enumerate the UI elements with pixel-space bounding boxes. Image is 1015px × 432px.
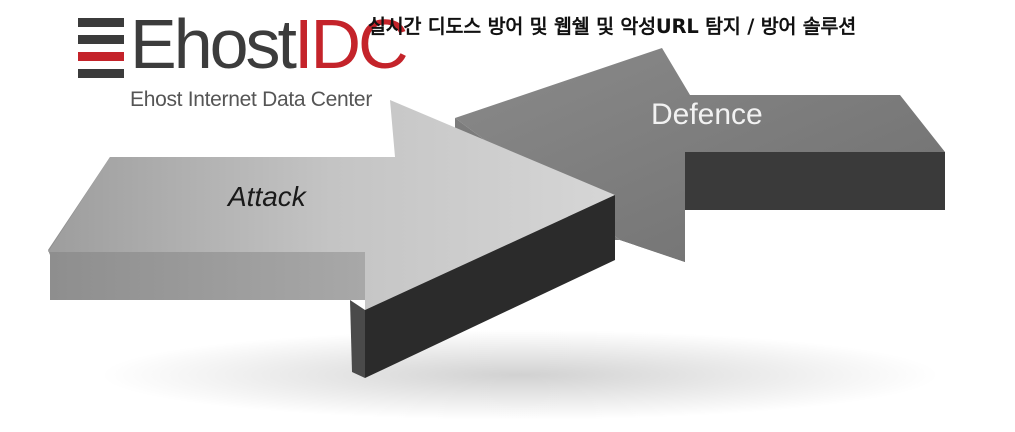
logo-word-idc: IDC	[294, 5, 409, 83]
logo-stripes-mark	[78, 18, 126, 80]
floor-shadow	[100, 330, 940, 420]
attack-label: Attack	[228, 181, 306, 212]
logo-word-ehost: Ehost	[130, 5, 297, 83]
logo-subtitle: Ehost Internet Data Center	[130, 88, 373, 111]
attack-arrow	[48, 100, 615, 378]
page-headline: 실시간 디도스 방어 및 웹쉘 및 악성URL 탐지 / 방어 솔루션	[368, 15, 857, 38]
attack-arrow-head-side	[365, 195, 615, 378]
attack-arrow-top	[48, 100, 615, 310]
defence-arrow-side	[685, 152, 945, 210]
ehost-idc-logo: EhostIDC Ehost Internet Data Center	[78, 5, 409, 120]
logo-wordmark: EhostIDC	[130, 4, 409, 84]
attack-arrow-front	[50, 252, 365, 300]
attack-arrow-lower-side	[350, 300, 365, 378]
defence-label: Defence	[651, 98, 763, 131]
